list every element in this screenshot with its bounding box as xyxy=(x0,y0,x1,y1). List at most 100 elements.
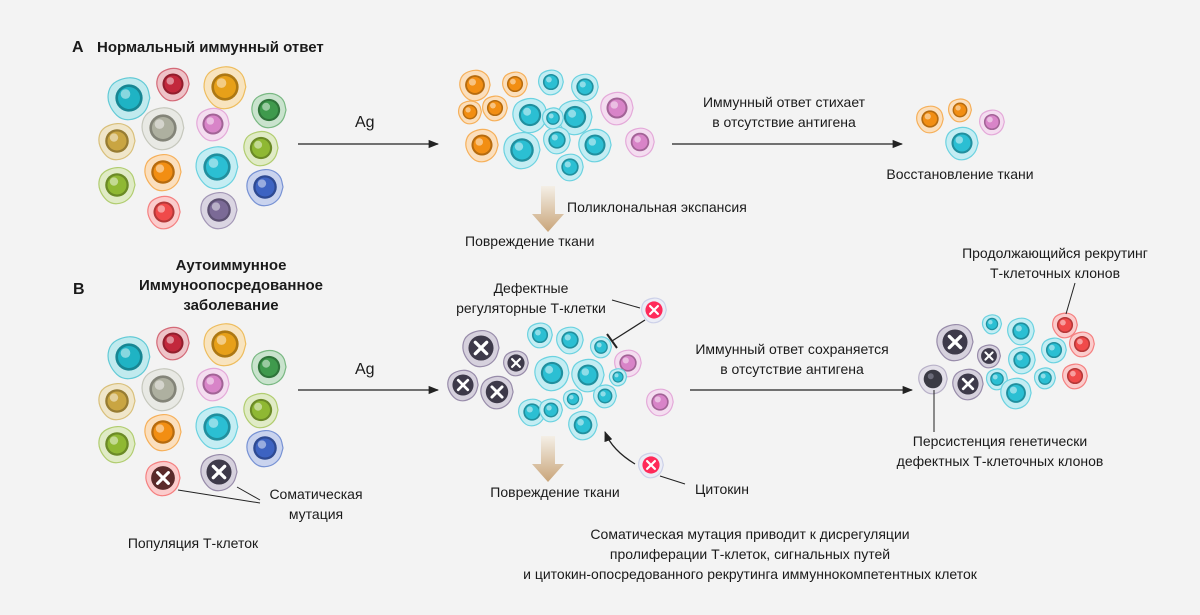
population-a-cell xyxy=(251,92,287,129)
clone-persistence-line2: дефектных Т-клеточных клонов xyxy=(897,453,1104,469)
panel-b-title-line3: заболевание xyxy=(183,297,278,314)
mutant-red-cell xyxy=(145,460,181,497)
recovered-cell xyxy=(947,98,973,123)
recruited-clone-cell xyxy=(1000,377,1032,410)
somatic-mutation-line1: Соматическая xyxy=(269,486,362,502)
expanded-b-cell xyxy=(646,388,674,417)
recruited-clone-cell xyxy=(1033,367,1057,390)
recruited-clone-cell xyxy=(1008,346,1036,375)
population-a-cell xyxy=(98,122,136,161)
expanded-b-cell xyxy=(568,410,598,441)
ongoing-recruitment-line2: Т-клеточных клонов xyxy=(990,265,1120,281)
population-b-cell xyxy=(203,323,247,367)
population-a-cell xyxy=(200,191,238,230)
population-a-cell xyxy=(203,66,247,110)
expanded-cell xyxy=(465,128,499,163)
expanded-cell xyxy=(502,71,528,98)
response-persists-line1: Иммунный ответ сохраняется xyxy=(695,341,888,357)
recruited-clone-cell xyxy=(1069,331,1095,358)
expanded-cell xyxy=(571,73,599,102)
cytokine-label: Цитокин xyxy=(695,481,749,497)
persistent-mutant-clone xyxy=(976,344,1002,369)
panel-b-title-line2: Иммуноопосредованное xyxy=(139,277,323,294)
population-a-cell xyxy=(98,166,136,205)
expanded-cell xyxy=(578,128,612,163)
population-b-cell xyxy=(156,326,190,361)
persistent-mutant-clone xyxy=(936,323,974,362)
mutant-purple-cell xyxy=(200,453,238,492)
population-b-cell xyxy=(141,368,185,412)
panel-b-damage-arrow xyxy=(532,436,564,482)
treg-inhibition-line xyxy=(611,319,646,342)
expanded-cell xyxy=(459,69,491,102)
panel-a-tissue-damage-label: Повреждение ткани xyxy=(465,233,594,249)
panel-b-title-line1: Аутоиммунное xyxy=(176,257,287,274)
population-a-cell xyxy=(196,107,230,142)
expanded-cell xyxy=(625,127,655,158)
population-b-cell xyxy=(243,392,279,429)
cytokine-cell xyxy=(638,452,664,479)
mutant-expanded-cell xyxy=(447,369,479,402)
defective-treg-line1: Дефектные xyxy=(494,280,569,296)
panel-b-tissue-damage-label: Повреждение ткани xyxy=(490,484,619,500)
recovered-cell xyxy=(916,105,944,134)
panel-a-antigen-label: Ag xyxy=(355,114,375,131)
population-b-cell xyxy=(144,413,182,452)
response-subsides-line1: Иммунный ответ стихает xyxy=(703,94,866,110)
tissue-recovery-label: Восстановление ткани xyxy=(886,166,1033,182)
expanded-b-cell xyxy=(556,326,584,355)
recovered-cell xyxy=(979,109,1005,136)
cytokine-label-leader xyxy=(659,475,686,485)
defective-treg-cell xyxy=(641,297,667,324)
response-subsides-line2: в отсутствие антигена xyxy=(712,114,856,130)
recruited-clone-cell xyxy=(981,314,1003,335)
panel-a-letter: A xyxy=(72,39,84,56)
treg-inhibition-bar xyxy=(606,333,618,349)
panel-a-title: Нормальный иммунный ответ xyxy=(97,39,324,56)
expanded-b-cell xyxy=(592,384,618,409)
expanded-b-cell xyxy=(608,368,628,387)
population-b-cell xyxy=(246,429,284,468)
summary-line2: пролиферации Т-клеток, сигнальных путей xyxy=(610,546,890,562)
expanded-b-cell xyxy=(562,389,584,410)
defective-treg-line2: регуляторные Т-клетки xyxy=(456,300,606,316)
polyclonal-expansion-label: Поликлональная экспансия xyxy=(567,199,747,215)
population-a-cell xyxy=(141,107,185,151)
mutant-expanded-cell xyxy=(480,375,514,410)
mutant-expanded-cell xyxy=(503,350,529,377)
mutant-expanded-cell xyxy=(462,329,500,368)
expanded-cell xyxy=(600,91,634,126)
summary-line1: Соматическая мутация приводит к дисрегул… xyxy=(590,526,909,542)
response-persists-line2: в отсутствие антигена xyxy=(720,361,864,377)
somatic-leader-purple xyxy=(236,486,261,501)
population-a-cell xyxy=(107,77,151,121)
somatic-mutation-line2: мутация xyxy=(289,506,343,522)
ongoing-recruitment-line1: Продолжающийся рекрутинг xyxy=(962,245,1148,261)
persistent-mutant-clone xyxy=(952,368,984,401)
recruited-clone-cell xyxy=(1062,363,1088,390)
recruited-clone-cell xyxy=(1052,312,1078,339)
expanded-b-cell xyxy=(538,398,564,423)
population-a-cell xyxy=(243,130,279,167)
recruitment-leader xyxy=(1065,282,1076,315)
expanded-b-cell xyxy=(614,349,642,378)
expanded-cell xyxy=(482,95,508,122)
expanded-b-cell xyxy=(589,336,613,359)
population-b-cell xyxy=(251,349,287,386)
expanded-b-cell xyxy=(527,322,553,349)
population-a-cell xyxy=(156,67,190,102)
expanded-b-cell xyxy=(518,398,546,427)
expanded-cell xyxy=(457,100,483,125)
expanded-cell xyxy=(541,107,565,130)
population-b-cell xyxy=(196,367,230,402)
cytokine-arrow xyxy=(604,431,636,465)
population-a-cell xyxy=(144,153,182,192)
expanded-cell xyxy=(538,69,564,96)
population-b-cell xyxy=(98,382,136,421)
recovered-cell xyxy=(945,126,979,161)
panel-b-antigen-label: Ag xyxy=(355,361,375,378)
persistent-defective-clone xyxy=(918,364,948,395)
expanded-b-cell xyxy=(534,355,570,392)
